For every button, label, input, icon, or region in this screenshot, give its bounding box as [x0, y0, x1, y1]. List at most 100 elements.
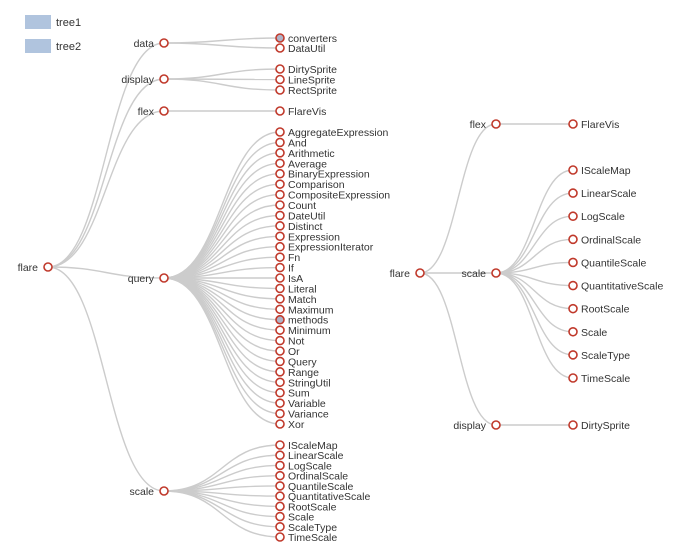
tree1-node-range[interactable]	[275, 367, 285, 377]
tree1-link-query-distinct	[163, 225, 281, 279]
tree2-link-scale-iscalemap	[495, 169, 574, 274]
tree1-label-display: display	[121, 74, 154, 86]
tree1-node-match[interactable]	[275, 294, 285, 304]
tree1-link-query-sum	[163, 277, 281, 394]
tree1-label-stringutil: StringUtil	[288, 377, 331, 389]
tree1-label-and: And	[288, 137, 307, 149]
tree1-node-methods[interactable]	[275, 314, 285, 325]
tree1-node-linearscale[interactable]	[275, 450, 285, 461]
tree1-node-variance[interactable]	[275, 408, 285, 419]
tree1-node-if[interactable]	[275, 262, 285, 273]
tree2-node-iscalemap[interactable]	[568, 165, 578, 175]
tree1-node-iscalemap[interactable]	[275, 440, 285, 450]
tree1-node-expressioniterator[interactable]	[275, 241, 285, 252]
tree1-node-display[interactable]	[159, 74, 169, 84]
tree1-node-flex[interactable]	[159, 106, 169, 116]
tree2-node-flex[interactable]	[491, 119, 501, 129]
tree1-label-maximum: Maximum	[288, 304, 334, 316]
tree1-node-linesprite[interactable]	[275, 74, 285, 85]
tree2-node-rootscale[interactable]	[568, 303, 578, 314]
tree1-node-minimum[interactable]	[275, 325, 285, 335]
tree1-link-scale-timescale	[163, 490, 281, 538]
tree1-node-or[interactable]	[275, 346, 285, 356]
tree2-node-display[interactable]	[491, 420, 501, 430]
tree1-node-average[interactable]	[275, 158, 285, 169]
tree1-node-flare[interactable]	[43, 262, 53, 272]
tree1-node-datautil[interactable]	[275, 43, 285, 53]
tree2-links	[419, 123, 574, 426]
tree1-label-variable: Variable	[288, 398, 326, 410]
tree1-label-xor: Xor	[288, 419, 305, 431]
tree1-label-linearscale: LinearScale	[288, 450, 344, 462]
tree2-node-dirtysprite[interactable]	[568, 420, 578, 430]
tree2-label-display: display	[453, 420, 486, 432]
tree1-links	[47, 37, 281, 538]
tree1-node-rootscale[interactable]	[275, 501, 285, 512]
tree1-node-distinct[interactable]	[275, 221, 285, 231]
tree1-label-minimum: Minimum	[288, 325, 331, 337]
legend-swatch-tree2[interactable]	[25, 39, 51, 53]
tree1-node-fn[interactable]	[275, 252, 285, 262]
tree1-node-ordinalscale[interactable]	[275, 470, 285, 481]
tree1-node-sum[interactable]	[275, 387, 285, 398]
tree1-node-scale[interactable]	[159, 486, 169, 496]
tree1-node-flarevis[interactable]	[275, 106, 285, 116]
tree2-node-timescale[interactable]	[568, 373, 578, 383]
tree1-node-scale[interactable]	[275, 511, 285, 522]
tree1-node-dirtysprite[interactable]	[275, 64, 285, 74]
tree1-label-variance: Variance	[288, 409, 329, 421]
tree1-node-rectsprite[interactable]	[275, 85, 285, 95]
tree2-node-quantitativescale[interactable]	[568, 280, 578, 291]
tree1-node-variable[interactable]	[275, 398, 285, 408]
tree1-node-count[interactable]	[275, 200, 285, 210]
tree1-node-and[interactable]	[275, 137, 285, 148]
tree1-node-quantilescale[interactable]	[275, 481, 285, 491]
tree2-label-rootscale: RootScale	[581, 304, 630, 316]
tree1-node-comparison[interactable]	[275, 179, 285, 189]
tree1-node-timescale[interactable]	[275, 532, 285, 542]
tree1-node-expression[interactable]	[275, 231, 285, 242]
tree1-node-literal[interactable]	[275, 283, 285, 294]
tree1-label-query: query	[128, 273, 155, 285]
tree1-node-binaryexpression[interactable]	[275, 168, 285, 179]
tree1-node-isa[interactable]	[275, 273, 285, 283]
tree1-node-data[interactable]	[159, 38, 169, 48]
tree2-node-logscale[interactable]	[568, 211, 578, 222]
tree1-link-query-average	[163, 162, 281, 279]
tree1-node-dateutil[interactable]	[275, 210, 285, 221]
tree2-node-flare[interactable]	[415, 268, 425, 278]
tree1-node-not[interactable]	[275, 335, 285, 346]
tree2-node-flarevis[interactable]	[568, 119, 578, 129]
tree1-node-logscale[interactable]	[275, 460, 285, 471]
tree1-node-quantitativescale[interactable]	[275, 491, 285, 501]
tree2-node-scale[interactable]	[491, 268, 501, 278]
tree1-node-maximum[interactable]	[275, 304, 285, 315]
tree1-label-not: Not	[288, 336, 304, 348]
tree1-node-stringutil[interactable]	[275, 377, 285, 388]
tree2-label-linearscale: LinearScale	[581, 188, 637, 200]
tree1-node-query[interactable]	[275, 356, 285, 367]
tree1-node-arithmetic[interactable]	[275, 148, 285, 158]
tree1-link-scale-scale	[163, 490, 281, 518]
tree1-node-compositeexpression[interactable]	[275, 189, 285, 200]
tree2-link-scale-linearscale	[495, 192, 574, 274]
tree2-node-scaletype[interactable]	[568, 350, 578, 360]
tree1-label-aggregateexpression: AggregateExpression	[288, 127, 389, 139]
tree2-label-scale: scale	[461, 268, 486, 280]
tree2-node-scale[interactable]	[568, 326, 578, 337]
tree1-node-query[interactable]	[159, 273, 169, 283]
legend-swatch-tree1[interactable]	[25, 15, 51, 29]
tree2-node-quantilescale[interactable]	[568, 257, 578, 268]
tree2-node-linearscale[interactable]	[568, 188, 578, 198]
tree1-node-xor[interactable]	[275, 419, 285, 429]
tree1-node-converters[interactable]	[275, 33, 285, 43]
tree1-node-aggregateexpression[interactable]	[275, 127, 285, 137]
tree1-node-scaletype[interactable]	[275, 521, 285, 532]
tree1-label-dirtysprite: DirtySprite	[288, 64, 337, 76]
tree1-label-count: Count	[288, 200, 316, 212]
tree2-node-ordinalscale[interactable]	[568, 234, 578, 245]
tree1-link-display-dirtysprite	[163, 68, 281, 80]
